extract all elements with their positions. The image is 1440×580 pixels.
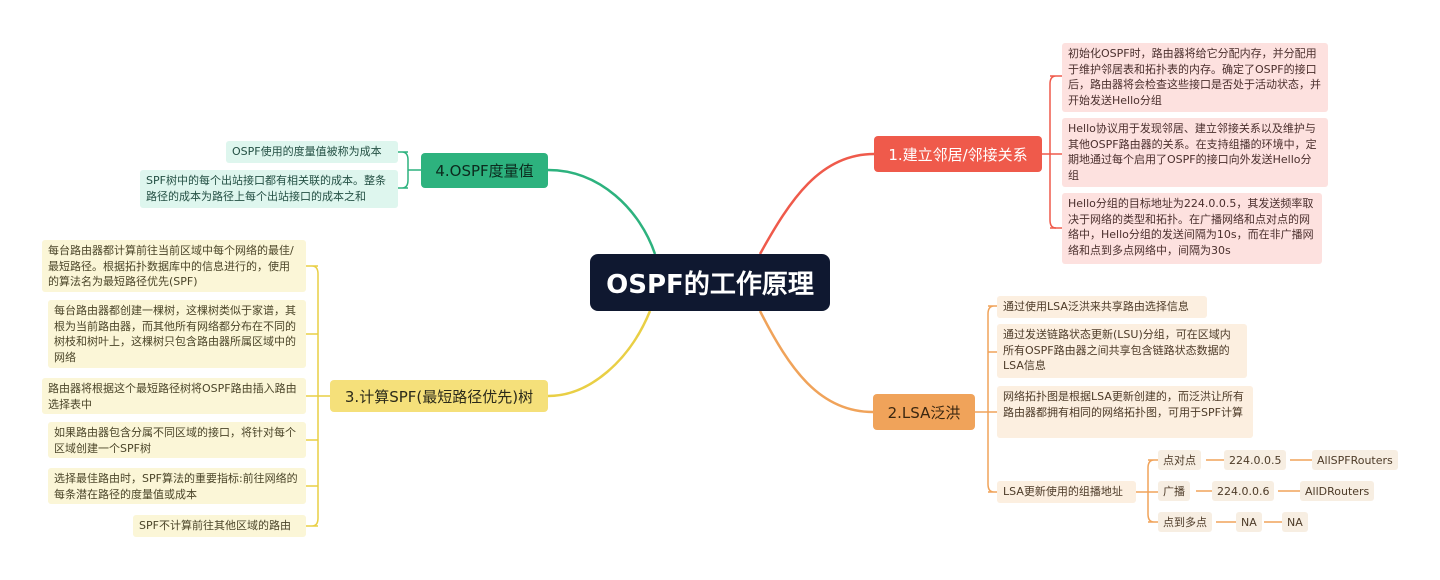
multicast-row-lines [1196, 459, 1312, 523]
leaf-b1-hello-protocol[interactable]: Hello协议用于发现邻居、建立邻接关系以及维护与其他OSPF路由器的关系。在支… [1062, 118, 1328, 187]
bracket-b3 [306, 265, 330, 527]
leaf-b3-no-other-area[interactable]: SPF不计算前往其他区域的路由 [133, 515, 306, 537]
leaf-b2-share-info[interactable]: 通过使用LSA泛洪来共享路由选择信息 [997, 296, 1207, 318]
leaf-b1-init[interactable]: 初始化OSPF时，路由器将给它分配内存，并分配用于维护邻居表和拓扑表的内存。确定… [1062, 43, 1328, 112]
multicast-type-broadcast[interactable]: 广播 [1158, 481, 1190, 501]
leaf-b3-shortest-path[interactable]: 每台路由器都计算前往当前区域中每个网络的最佳/最短路径。根据拓扑数据库中的信息进… [42, 240, 306, 292]
multicast-name-p2p[interactable]: AllSPFRouters [1312, 450, 1398, 470]
bracket-b2 [975, 305, 997, 493]
leaf-b2-lsu[interactable]: 通过发送链路状态更新(LSU)分组，可在区域内所有OSPF路由器之间共享包含链路… [997, 324, 1247, 378]
branch-ospf-metric[interactable]: 4.OSPF度量值 [421, 153, 548, 188]
branch-spf-tree[interactable]: 3.计算SPF(最短路径优先)树 [330, 380, 548, 412]
leaf-b1-hello-address[interactable]: Hello分组的目标地址为224.0.0.5，其发送频率取决于网络的类型和拓扑。… [1062, 193, 1322, 264]
multicast-type-p2p[interactable]: 点对点 [1158, 450, 1201, 470]
link-root-b2 [758, 310, 874, 414]
link-root-b4 [547, 168, 657, 255]
leaf-b2-topology[interactable]: 网络拓扑图是根据LSA更新创建的，而泛洪让所有路由器都拥有相同的网络拓扑图，可用… [997, 386, 1253, 438]
multicast-name-broadcast[interactable]: AllDRouters [1300, 481, 1375, 501]
leaf-b4-cost[interactable]: OSPF使用的度量值被称为成本 [226, 141, 398, 163]
leaf-b4-path-cost[interactable]: SPF树中的每个出站接口都有相关联的成本。整条路径的成本为路径上每个出站接口的成… [140, 170, 398, 208]
leaf-b3-tree[interactable]: 每台路由器都创建一棵树，这棵树类似于家谱，其根为当前路由器，而其他所有网络都分布… [48, 300, 306, 368]
bracket-b4 [398, 151, 421, 189]
leaf-b3-per-area[interactable]: 如果路由器包含分属不同区域的接口，将针对每个区域创建一个SPF树 [48, 422, 306, 458]
link-root-b3 [547, 310, 652, 398]
branch-neighbor-adjacency[interactable]: 1.建立邻居/邻接关系 [874, 136, 1042, 172]
link-root-b1 [758, 152, 875, 255]
bracket-multicast [1136, 459, 1158, 523]
bracket-b1 [1042, 75, 1062, 229]
leaf-b2-multicast[interactable]: LSA更新使用的组播地址 [997, 481, 1136, 503]
multicast-type-p2mp[interactable]: 点到多点 [1158, 512, 1212, 532]
multicast-addr-broadcast[interactable]: 224.0.0.6 [1212, 481, 1275, 501]
leaf-b3-insert-routes[interactable]: 路由器将根据这个最短路径树将OSPF路由插入路由选择表中 [42, 378, 306, 414]
multicast-addr-p2p[interactable]: 224.0.0.5 [1224, 450, 1287, 470]
root-topic[interactable]: OSPF的工作原理 [590, 254, 830, 311]
leaf-b3-metric[interactable]: 选择最佳路由时，SPF算法的重要指标:前往网络的每条潜在路径的度量值或成本 [48, 468, 306, 504]
branch-lsa-flooding[interactable]: 2.LSA泛洪 [873, 394, 975, 430]
multicast-addr-p2mp[interactable]: NA [1236, 512, 1262, 532]
multicast-name-p2mp[interactable]: NA [1282, 512, 1308, 532]
